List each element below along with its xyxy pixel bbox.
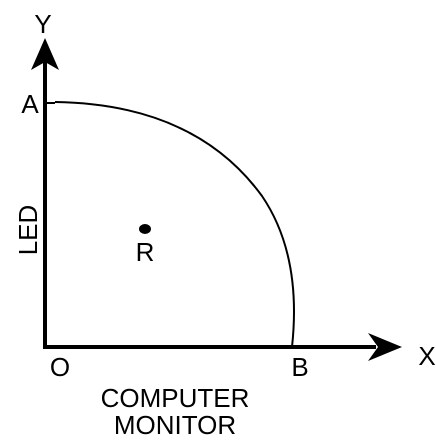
x-axis-label: X: [418, 341, 435, 371]
y-axis-title: LED: [13, 205, 43, 256]
point-r-label: R: [136, 237, 155, 267]
y-axis-arrowhead: [31, 38, 59, 70]
origin-label: O: [50, 352, 70, 382]
y-axis-label: Y: [34, 9, 51, 39]
point-a-label: A: [21, 89, 39, 119]
x-axis-title-line2: MONITOR: [114, 410, 236, 440]
x-axis-title-line1: COMPUTER: [101, 383, 250, 413]
x-axis-arrowhead: [368, 333, 402, 361]
point-b-label: B: [291, 352, 308, 382]
quarter-circle-arc: [54, 101, 295, 348]
point-r-dot: [139, 224, 151, 234]
